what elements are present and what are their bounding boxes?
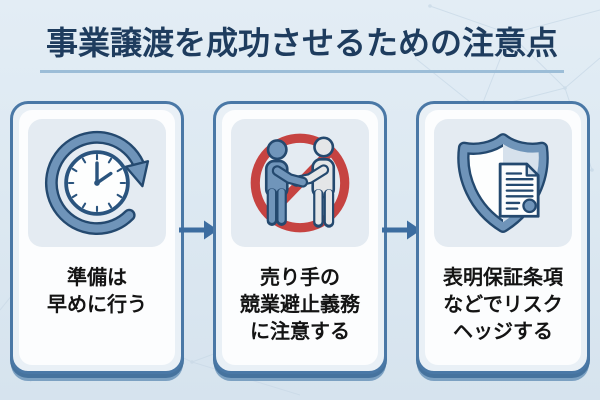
step-2-label-line: に注意する [250, 321, 350, 343]
step-3-label-line: 表明保証条項 [443, 267, 563, 289]
step-1-label-line: 早めに行う [47, 294, 147, 316]
no-handshake-icon [250, 133, 350, 233]
process-step-1-card: 準備は 早めに行う [10, 101, 184, 374]
icon-box-step-3 [434, 119, 572, 247]
step-3-label-line: などでリスク [443, 294, 563, 316]
step-1-label-line: 準備は [67, 267, 127, 289]
icon-box-step-1 [28, 119, 166, 247]
step-2-label-line: 売り手の [260, 267, 340, 289]
step-3-label: 表明保証条項 などでリスク ヘッジする [443, 265, 563, 346]
clock-rotation-icon [45, 130, 150, 235]
flow-right-arrow-icon [179, 220, 218, 240]
step-3-label-line: ヘッジする [453, 321, 553, 343]
process-step-3-card: 表明保証条項 などでリスク ヘッジする [416, 101, 590, 374]
step-2-label-line: 競業避止義務 [240, 294, 360, 316]
process-step-3-body: 表明保証条項 などでリスク ヘッジする [425, 110, 581, 365]
flow-right-arrow-icon [382, 220, 421, 240]
process-step-1-body: 準備は 早めに行う [19, 110, 175, 365]
shield-document-icon [457, 133, 549, 233]
process-step-2-body: 売り手の 競業避止義務 に注意する [222, 110, 378, 365]
icon-box-step-2 [231, 119, 369, 247]
process-step-2-card: 売り手の 競業避止義務 に注意する [213, 101, 387, 374]
page-title: 事業譲渡を成功させるための注意点 [40, 24, 564, 73]
step-1-label: 準備は 早めに行う [47, 265, 147, 319]
step-2-label: 売り手の 競業避止義務 に注意する [240, 265, 360, 346]
